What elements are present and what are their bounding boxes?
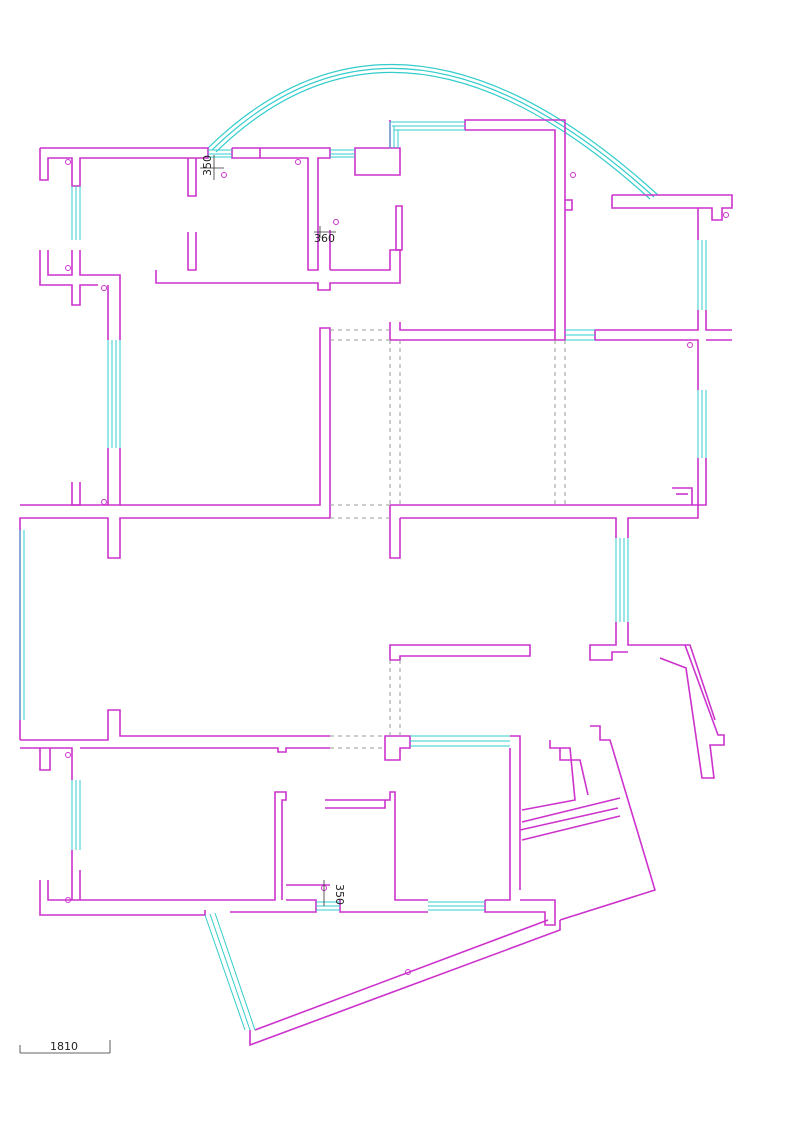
windows [19,121,707,1031]
fixture-markers [65,159,729,975]
openings-dashed [330,329,566,749]
arc-window-top [207,63,659,200]
dimension-label-350-top: 350 [201,155,214,176]
dimension-label-350-bottom: 350 [333,884,346,905]
walls [19,119,733,1047]
dimension-label-360: 360 [314,232,335,245]
scale-bar-label: 1810 [50,1040,78,1053]
dimension-marks [19,155,336,1054]
